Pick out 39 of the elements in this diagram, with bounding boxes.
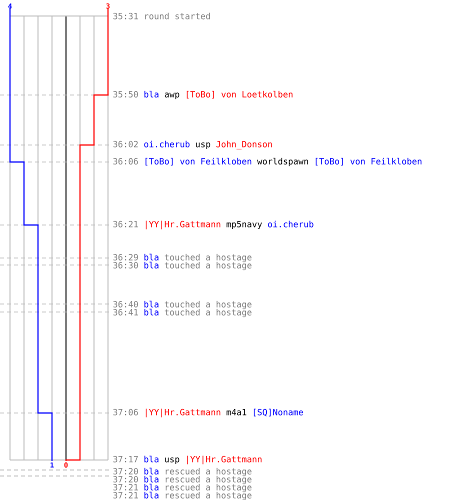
label: awp (164, 92, 180, 100)
log-entry: 36:02 oi.cherub usp John_Donson (113, 140, 272, 150)
label: usp (196, 142, 210, 150)
label: John_Donson (216, 140, 272, 150)
log-entry: 37:20 bla rescued a hostage (113, 468, 252, 476)
log-entry: 36:30 bla touched a hostage (113, 262, 252, 270)
log-entry: 37:21 bla rescued a hostage (113, 492, 252, 500)
label: oi.cherub (268, 220, 314, 228)
log-entry: 37:06 |YY|Hr.Gattmann m4a1 [SQ]Noname (113, 408, 304, 418)
label: [ToBo] von Loetkolben (186, 90, 292, 99)
label: |YY|Hr.Gattmann (146, 220, 220, 230)
log-entry: 36:41 bla touched a hostage (113, 308, 252, 318)
log-entry: 35:31 round started (113, 12, 210, 20)
label: worldspawn (257, 158, 308, 166)
label: 37:17 (113, 456, 138, 462)
label: bla (144, 90, 158, 98)
label: 35:50 (113, 91, 138, 98)
label: [SQ]Noname (254, 408, 304, 416)
label: |YY|Hr.Gattmann (187, 456, 262, 464)
log-entry: 37:17 bla usp |YY|Hr.Gattmann (113, 456, 262, 464)
label: m4a1 (226, 409, 246, 416)
label: oi.cherub (144, 140, 190, 148)
label: 36:06 (113, 158, 138, 165)
log-entry: 36:40 bla touched a hostage (113, 300, 252, 310)
log-entry: 36:29 bla touched a hostage (113, 254, 252, 262)
label: [ToBo] von Feilkloben (316, 158, 422, 166)
label: bla (144, 456, 158, 462)
label: |YY|Hr.Gattmann (146, 408, 220, 418)
log-entry: 36:06 [ToBo] von Feilkloben worldspawn [ToBo] von Feilkloben (113, 158, 422, 166)
log-entry: 37:21 bla rescued a hostage (113, 484, 252, 492)
label: usp (165, 457, 180, 464)
log-entry: 35:50 bla awp [ToBo] von Loetkolben (113, 90, 292, 100)
log-entry: 37:20 bla rescued a hostage (113, 476, 252, 484)
label: mp5navy (226, 221, 262, 230)
log-entry: 36:21 |YY|Hr.Gattmann mp5navy oi.cherub (113, 220, 314, 230)
label: [ToBo] von Feilkloben (146, 158, 252, 166)
label: 36:02 (113, 140, 138, 148)
label: 36:21 (113, 220, 138, 228)
label: 37:06 (113, 408, 138, 416)
